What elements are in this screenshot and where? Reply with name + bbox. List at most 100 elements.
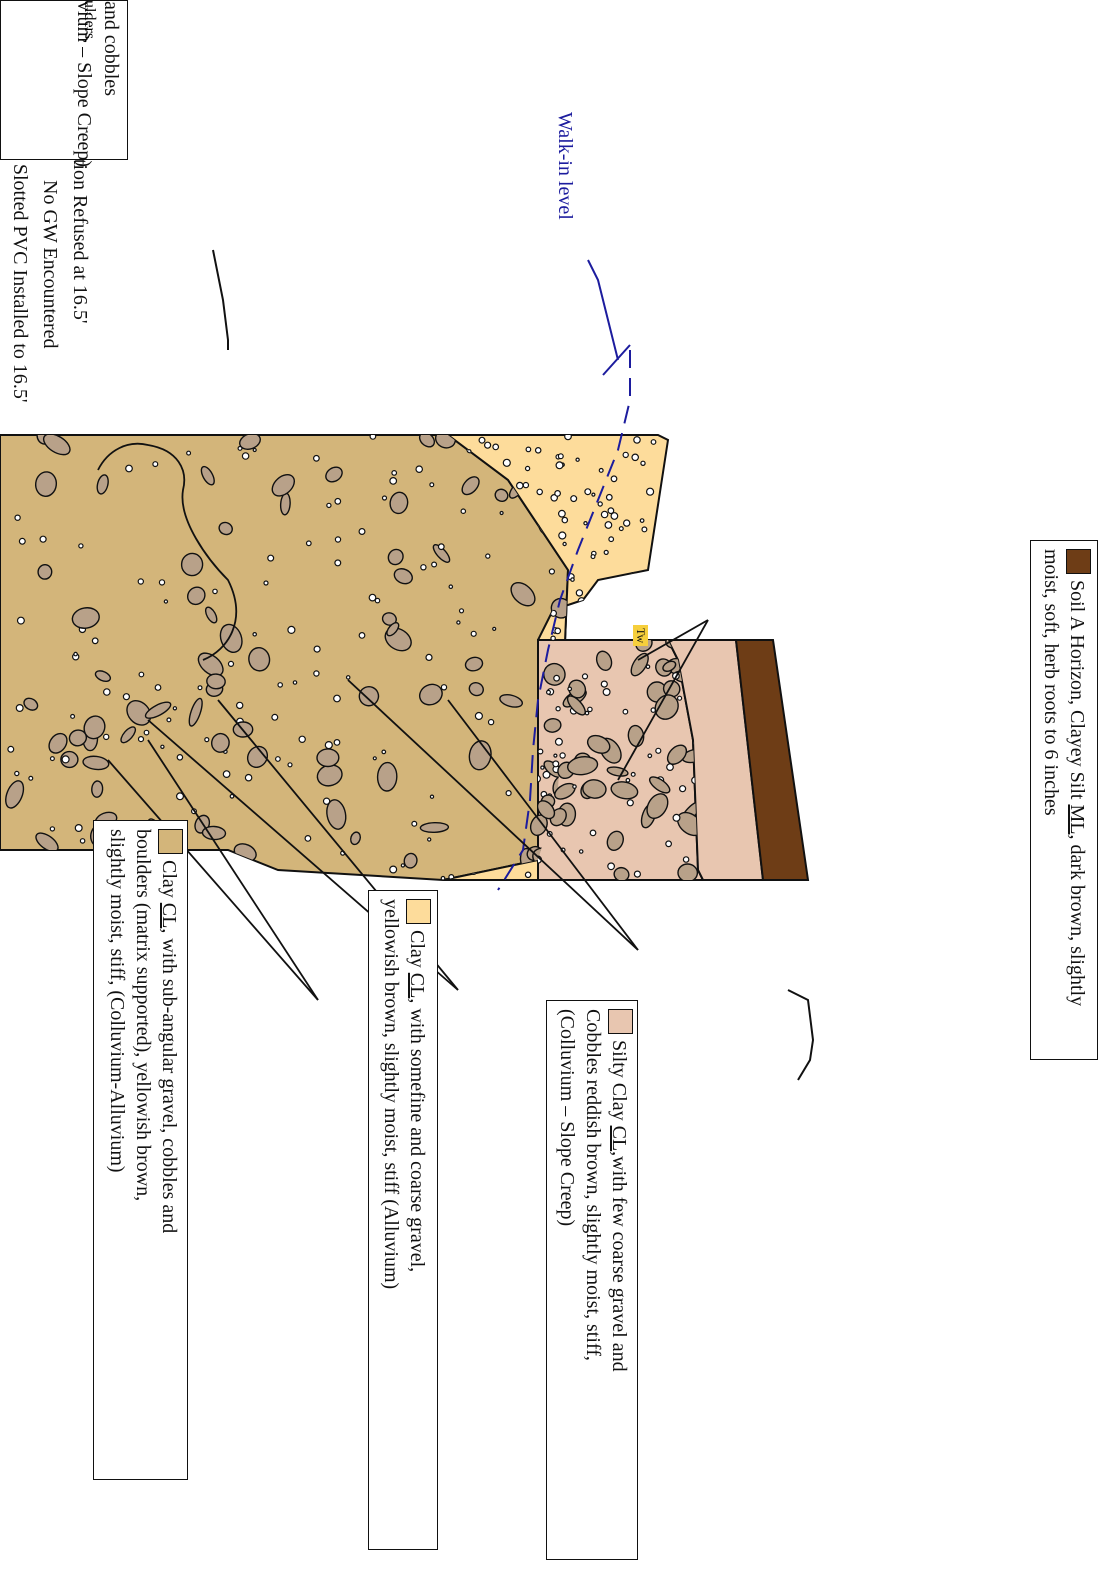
- gravel-dot: [656, 748, 661, 753]
- gravel-dot: [335, 537, 340, 542]
- gravel-dot: [584, 522, 587, 525]
- gravel-dot: [382, 750, 386, 754]
- gravel-dot: [8, 746, 14, 752]
- cobble-symbol: [420, 822, 448, 833]
- gravel-dot: [506, 791, 511, 796]
- gravel-dot: [605, 522, 612, 529]
- gravel-dot: [641, 461, 645, 465]
- gravel-dot: [51, 757, 55, 761]
- gravel-dot: [665, 543, 670, 548]
- gravel-dot: [560, 753, 565, 758]
- gravel-dot: [325, 742, 332, 749]
- clay-alluvium-line-1-after: , with somefine and coarse gravel,: [406, 998, 428, 1272]
- gravel-dot: [71, 715, 75, 719]
- gravel-dot: [80, 839, 84, 843]
- cobble-symbol: [678, 864, 698, 882]
- gravel-dot: [559, 532, 566, 539]
- gravel-dot: [488, 720, 493, 725]
- gravel-dot: [159, 580, 164, 585]
- gravel-dot: [616, 618, 623, 625]
- gravel-dot: [253, 633, 256, 636]
- gravel-dot: [568, 609, 572, 613]
- gravel-dot: [428, 838, 431, 841]
- gravel-dot: [327, 503, 331, 507]
- gravel-dot: [608, 863, 615, 870]
- gravel-dot: [623, 452, 628, 457]
- gravel-dot: [40, 536, 46, 542]
- gravel-dot: [153, 462, 158, 467]
- gravel-dot: [441, 685, 446, 690]
- gravel-dot: [558, 454, 563, 459]
- gravel-dot: [164, 600, 167, 603]
- gravel-dot: [525, 466, 529, 470]
- gravel-dot: [656, 554, 661, 559]
- gravel-dot: [144, 730, 149, 735]
- gravel-dot: [571, 496, 577, 502]
- gravel-dot: [588, 707, 592, 711]
- gravel-dot: [29, 776, 33, 780]
- legend-clay-colluvium: Clay CL, with sub-angular gravel, cobble…: [93, 820, 188, 1480]
- gravel-dot: [426, 654, 432, 660]
- gravel-dot: [625, 612, 628, 615]
- gravel-dot: [155, 685, 161, 691]
- gravel-dot: [187, 451, 191, 455]
- gravel-dot: [373, 757, 376, 760]
- gravel-dot: [272, 714, 278, 720]
- gravel-dot: [213, 589, 217, 593]
- gravel-dot: [523, 483, 528, 488]
- gravel-dot: [680, 786, 686, 792]
- partial-legend-line-3: ulders,: [80, 0, 98, 43]
- cobble-symbol: [38, 564, 53, 579]
- soil-a-swatch-icon: [1066, 549, 1091, 574]
- gravel-dot: [556, 738, 563, 745]
- gravel-dot: [50, 827, 54, 831]
- gravel-dot: [18, 617, 25, 624]
- gravel-dot: [471, 631, 476, 636]
- gravel-dot: [314, 671, 319, 676]
- gravel-dot: [611, 476, 617, 482]
- gravel-dot: [554, 754, 557, 757]
- gravel-dot: [563, 542, 566, 545]
- clay-alluvium-swatch-icon: [406, 899, 431, 924]
- gravel-dot: [673, 814, 680, 821]
- gravel-dot: [585, 489, 591, 495]
- silty-clay-line-3: (Colluvium – Slope Creep): [554, 1009, 580, 1551]
- gravel-dot: [229, 661, 234, 666]
- gravel-dot: [79, 544, 83, 548]
- gravel-dot: [264, 581, 268, 585]
- gravel-dot: [449, 585, 452, 588]
- gravel-dot: [15, 515, 20, 520]
- gravel-dot: [631, 611, 638, 618]
- gravel-dot: [238, 447, 242, 451]
- gravel-dot: [678, 696, 682, 700]
- gravel-dot: [580, 850, 583, 853]
- legend-soil-a-horizon: Soil A Horizon, Clayey Silt ML, dark bro…: [1030, 540, 1098, 1060]
- gravel-dot: [92, 638, 98, 644]
- gravel-dot: [335, 499, 341, 505]
- gravel-dot: [536, 448, 541, 453]
- gravel-dot: [549, 569, 554, 574]
- clay-colluvium-swatch-icon: [158, 829, 183, 854]
- gravel-dot: [555, 628, 561, 634]
- gravel-dot: [62, 756, 69, 763]
- gravel-dot: [293, 681, 296, 684]
- cobble-symbol: [317, 749, 339, 767]
- gravel-dot: [335, 560, 341, 566]
- gravel-dot: [628, 582, 633, 587]
- gravel-dot: [608, 508, 614, 514]
- gravel-dot: [104, 689, 110, 695]
- gravel-dot: [242, 453, 248, 459]
- gravel-dot: [412, 821, 417, 826]
- gravel-dot: [15, 771, 19, 775]
- gravel-dot: [461, 509, 465, 513]
- gravel-dot: [416, 466, 422, 472]
- gravel-dot: [421, 565, 426, 570]
- gravel-dot: [601, 681, 607, 687]
- gravel-dot: [288, 626, 295, 633]
- gravel-dot: [485, 442, 491, 448]
- gravel-dot: [583, 674, 588, 679]
- clay-colluvium-line-2: boulders (matrix supported), yellowish b…: [130, 829, 156, 1471]
- gravel-dot: [383, 496, 387, 500]
- gravel-dot: [500, 512, 503, 515]
